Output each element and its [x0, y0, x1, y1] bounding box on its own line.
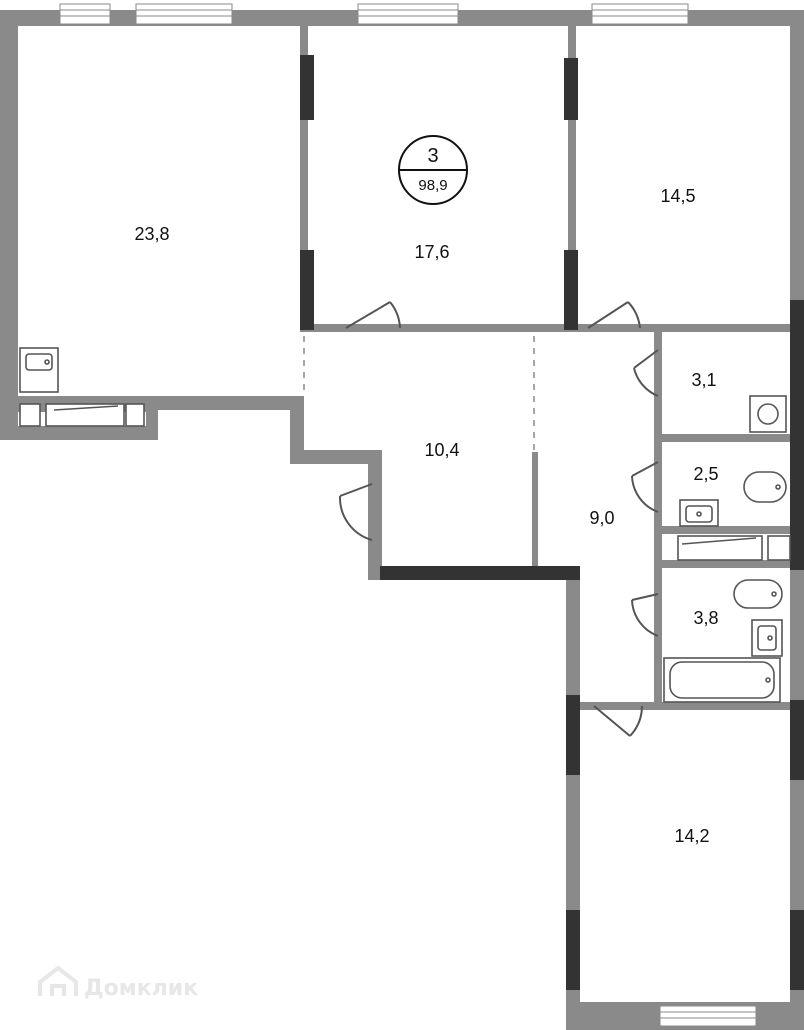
window-icon: [659, 1005, 757, 1027]
room-count: 3: [427, 145, 438, 167]
window-icon: [135, 3, 233, 25]
bath-toilet-icon: [733, 579, 783, 609]
kitchen-unit-icon: [19, 403, 145, 427]
total-area: 98,9: [418, 177, 447, 194]
room-area-label: 3,8: [693, 608, 718, 628]
kitchen-sink-icon: [19, 347, 59, 393]
window-icon: [591, 3, 689, 25]
bath-sink-icon: [751, 619, 783, 657]
window-icons: [59, 3, 757, 1027]
wc-toilet-icon: [743, 471, 787, 503]
room-area-label: 3,1: [691, 370, 716, 390]
house-icon: [38, 965, 78, 996]
window-icon: [357, 3, 459, 25]
door-utility: [633, 349, 659, 397]
dark-wall-segments: [300, 55, 804, 990]
door-entrance: [338, 483, 373, 541]
door-room-c: [587, 301, 641, 329]
room-labels: 23,8 17,6 14,5 10,4 9,0 3,1 2,5 3,8 14,2: [134, 186, 718, 846]
room-area-label: 17,6: [414, 242, 449, 262]
room-area-label: 14,2: [674, 826, 709, 846]
room-area-label: 14,5: [660, 186, 695, 206]
wc-sink-icon: [679, 499, 719, 527]
door-room-b: [345, 301, 401, 329]
bathtub-icon: [663, 657, 781, 703]
window-icon: [59, 3, 111, 25]
room-area-label: 9,0: [589, 508, 614, 528]
room-area-label: 2,5: [693, 464, 718, 484]
room-area-badge: 3 98,9: [398, 135, 468, 205]
washing-machine-icon: [749, 395, 787, 433]
fixtures: [19, 347, 791, 703]
door-bath: [631, 593, 659, 637]
corridor-storage-icon: [677, 535, 791, 561]
opening-markers: [303, 336, 535, 452]
watermark: Домклик: [38, 965, 198, 1001]
watermark-text: Домклик: [84, 976, 198, 1001]
door-room-d: [593, 705, 643, 737]
door-wc: [631, 461, 659, 513]
room-area-label: 23,8: [134, 224, 169, 244]
doors: [338, 301, 659, 737]
room-area-label: 10,4: [424, 440, 459, 460]
